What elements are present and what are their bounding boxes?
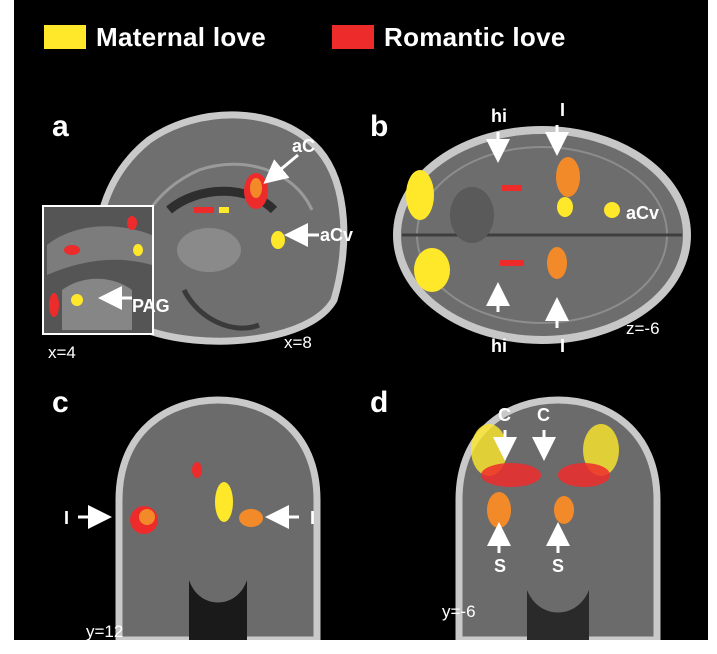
- label-I-bottom: I: [560, 336, 566, 356]
- panel-a-inset-image: [42, 205, 154, 335]
- label-aC: aC: [292, 136, 316, 156]
- panel-letter-c: c: [52, 386, 69, 419]
- panel-b-axial-image: [393, 126, 691, 344]
- label-S-left: S: [494, 556, 507, 576]
- coord-c-y: y=12: [86, 622, 124, 640]
- label-hi-bottom: hi: [491, 336, 507, 356]
- label-PAG: PAG: [132, 296, 170, 316]
- maternal-swatch: [44, 25, 86, 49]
- figure-canvas: Maternal love Romantic love: [14, 0, 708, 640]
- legend-maternal: Maternal love: [44, 22, 266, 52]
- legend-maternal-label: Maternal love: [96, 21, 267, 52]
- panel-letter-b: b: [370, 110, 389, 143]
- romantic-swatch: [332, 25, 374, 49]
- label-I-right: I: [310, 508, 316, 528]
- label-aCv: aCv: [320, 225, 354, 245]
- coord-d-y: y=-6: [442, 602, 476, 621]
- annotation-arrows: [78, 125, 570, 553]
- label-C-left: C: [498, 405, 511, 425]
- legend-romantic-label: Romantic love: [384, 21, 566, 52]
- legend-romantic: Romantic love: [332, 22, 566, 52]
- coord-a-x8: x=8: [284, 333, 312, 352]
- panel-letter-a: a: [52, 110, 69, 143]
- label-I-left: I: [64, 508, 70, 528]
- label-S-right: S: [552, 556, 565, 576]
- label-aCv-b: aCv: [626, 203, 660, 223]
- panel-letter-d: d: [370, 386, 389, 419]
- coord-b-z: z=-6: [626, 319, 660, 338]
- label-C-right: C: [537, 405, 550, 425]
- label-hi-top: hi: [491, 106, 507, 126]
- panel-c-coronal-image: [115, 396, 321, 640]
- coord-a-x4: x=4: [48, 343, 76, 362]
- label-I-top: I: [560, 100, 566, 120]
